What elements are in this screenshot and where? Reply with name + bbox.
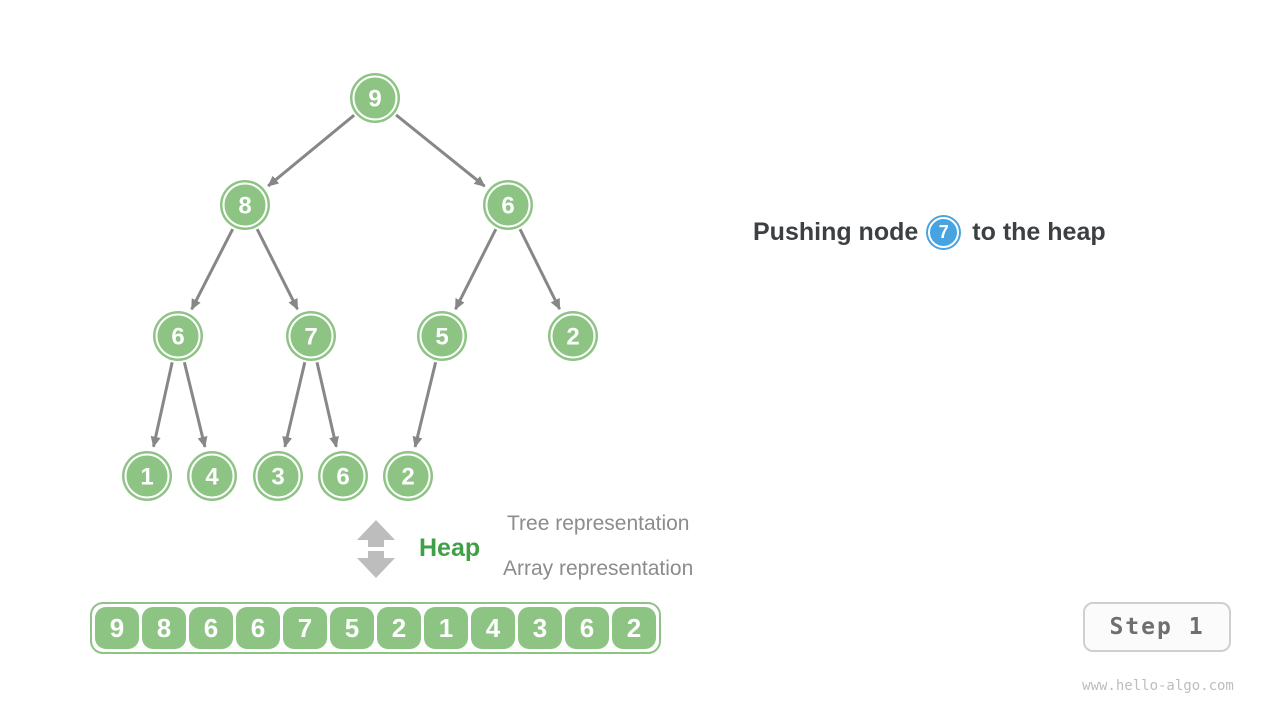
tree-node-inner-ring [550,313,596,359]
tree-node: 2 [383,451,433,501]
array-cell: 9 [95,607,139,649]
tree-node-circle [383,451,433,501]
tree-node: 4 [187,451,237,501]
highlighted-node: 7 [928,216,960,248]
tree-node: 6 [153,311,203,361]
tree-node-circle [483,180,533,230]
tree-node-inner-ring [155,313,201,359]
tree-edge [518,228,562,311]
tree-node-inner-ring [288,313,334,359]
tree-node-value: 1 [140,464,153,491]
tree-node: 2 [548,311,598,361]
array-cell: 1 [424,607,468,649]
tree-node-circle [548,311,598,361]
tree-edge [315,361,339,448]
tree-node: 5 [417,311,467,361]
caption-prefix: Pushing node [753,217,919,246]
highlighted-node-value: 7 [938,221,949,242]
array-cell: 5 [330,607,374,649]
tree-node-inner-ring [255,453,301,499]
array-cell: 3 [518,607,562,649]
tree-node: 6 [318,451,368,501]
tree-edge [150,362,174,448]
tree-edge [267,114,356,188]
array-representation-label: Array representation [503,557,694,580]
tree-node-circle [253,451,303,501]
tree-node-inner-ring [222,182,268,228]
tree-node-value: 6 [171,324,184,351]
tree-node: 3 [253,451,303,501]
tree-node-inner-ring [419,313,465,359]
tree-edge [412,361,438,448]
up-down-arrow-icon [357,520,395,578]
tree-node-inner-ring [320,453,366,499]
tree-edge [454,228,498,311]
tree-node-circle [350,73,400,123]
tree-node-inner-ring [189,453,235,499]
caption-suffix: to the heap [972,217,1106,246]
tree-node: 6 [483,180,533,230]
tree-node-value: 8 [238,193,251,220]
array-cell: 4 [471,607,515,649]
tree-edge [182,361,208,448]
array-cell: 8 [142,607,186,649]
tree-node-value: 2 [401,464,414,491]
tree-representation-label: Tree representation [507,512,690,535]
tree-node-circle [286,311,336,361]
tree-node-value: 7 [304,324,317,351]
tree-node-inner-ring [485,182,531,228]
array-cell: 6 [189,607,233,649]
tree-node: 9 [350,73,400,123]
binary-tree: 9 8 6 6 7 5 2 1 4 3 6 2 [122,73,598,501]
tree-node-inner-ring [352,75,398,121]
caption: Pushing node 7 to the heap [753,213,1106,251]
tree-node: 1 [122,451,172,501]
tree-node-circle [153,311,203,361]
heap-label: Heap [419,534,481,562]
array-cell: 2 [612,607,656,649]
tree-node-value: 5 [435,324,448,351]
array-cell: 2 [377,607,421,649]
tree-node-circle [318,451,368,501]
tree-node-value: 6 [336,464,349,491]
array-cell: 7 [283,607,327,649]
tree-node: 8 [220,180,270,230]
tree-node-value: 6 [501,193,514,220]
tree-edge [282,361,307,448]
tree-node-circle [417,311,467,361]
array-cell: 6 [565,607,609,649]
tree-node-value: 2 [566,324,579,351]
watermark: www.hello-algo.com [1082,678,1234,694]
tree-node-value: 4 [205,464,219,491]
tree-node-value: 9 [368,86,381,113]
step-badge: Step 1 [1083,602,1231,652]
tree-edge [255,228,299,311]
tree-node-circle [187,451,237,501]
tree-node-circle [122,451,172,501]
array-cell: 6 [236,607,280,649]
tree-node-circle [220,180,270,230]
down-arrow-shape [357,551,395,578]
up-arrow-shape [357,520,395,547]
tree-node-value: 3 [271,464,284,491]
tree-node-inner-ring [385,453,431,499]
tree-node: 7 [286,311,336,361]
tree-edge [395,113,486,188]
tree-edge [190,228,235,311]
tree-node-inner-ring [124,453,170,499]
